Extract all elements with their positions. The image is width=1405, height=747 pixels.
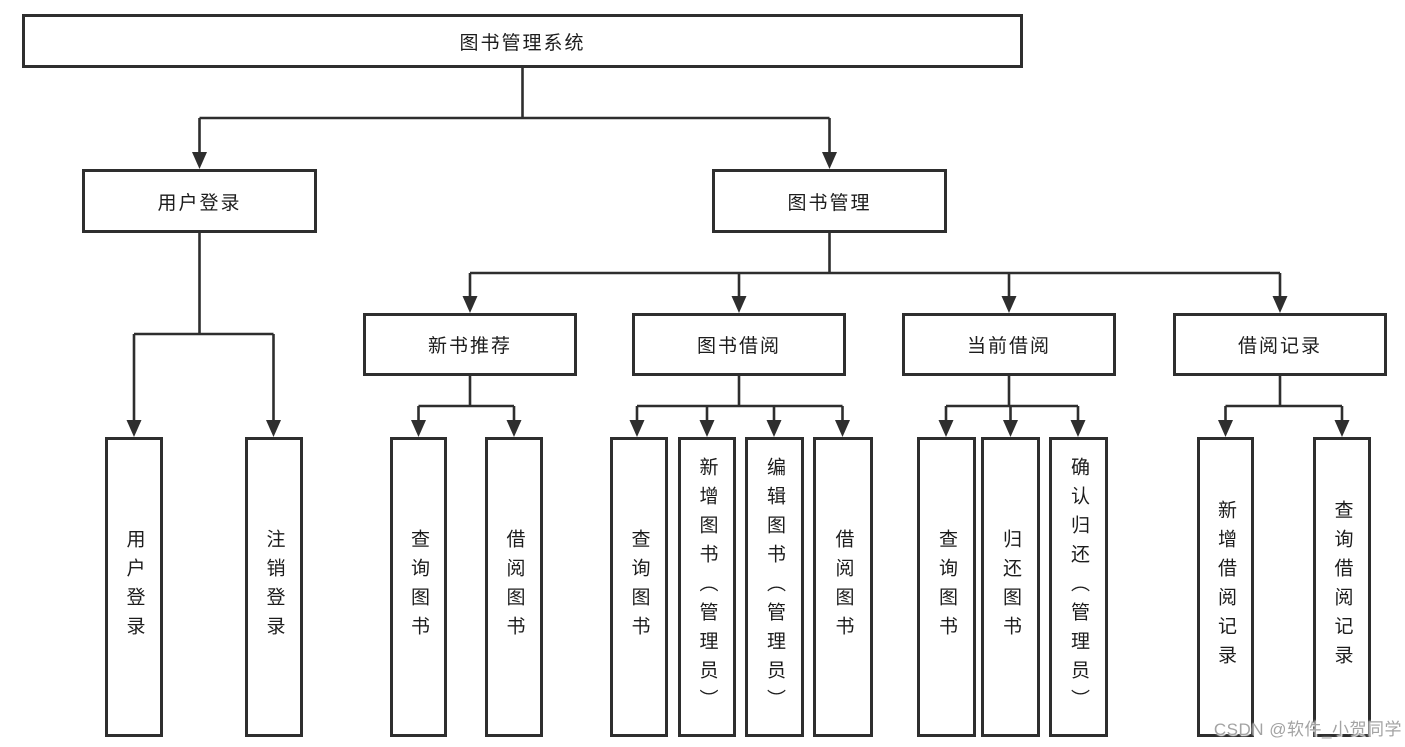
leaf-confirm-return-admin: 确认归还（管理员） [1049, 437, 1108, 737]
leaf-query-borrow-record-label: 查询借阅记录 [1331, 500, 1353, 674]
leaf-add-book-admin-label: 新增图书（管理员） [696, 456, 718, 718]
leaf-logout-label: 注销登录 [263, 529, 285, 645]
arrowheads [126, 152, 1350, 437]
node-borrow-records: 借阅记录 [1173, 313, 1387, 376]
leaf-return-book-label: 归还图书 [1000, 529, 1021, 645]
node-book-management: 图书管理 [712, 169, 947, 233]
node-current-borrow-label: 当前借阅 [966, 336, 1051, 357]
leaf-edit-book-admin: 编辑图书（管理员） [745, 437, 804, 737]
leaf-borrow-books-label: 借阅图书 [832, 529, 854, 645]
leaf-return-book: 归还图书 [981, 437, 1040, 737]
leaf-confirm-return-admin-label: 确认归还（管理员） [1068, 456, 1089, 718]
node-current-borrow: 当前借阅 [902, 313, 1116, 376]
node-book-borrow: 图书借阅 [632, 313, 846, 376]
leaf-user-login: 用户登录 [105, 437, 163, 737]
node-user-login-label: 用户登录 [157, 192, 242, 214]
leaf-borrow-books-recommend: 借阅图书 [485, 437, 543, 737]
leaf-query-books-recommend: 查询图书 [390, 437, 447, 737]
leaf-query-books-borrow: 查询图书 [610, 437, 668, 737]
leaf-user-login-label: 用户登录 [123, 529, 145, 645]
node-borrow-records-label: 借阅记录 [1237, 336, 1322, 357]
leaf-query-books-recommend-label: 查询图书 [408, 529, 429, 645]
node-new-book-recommend-label: 新书推荐 [427, 336, 512, 357]
leaf-edit-book-admin-label: 编辑图书（管理员） [764, 456, 785, 718]
node-book-management-label: 图书管理 [787, 192, 872, 214]
leaf-borrow-books: 借阅图书 [813, 437, 873, 737]
leaf-add-borrow-record: 新增借阅记录 [1197, 437, 1254, 737]
watermark: CSDN @软件_小贺同学 [1213, 720, 1402, 739]
node-library-management-system: 图书管理系统 [22, 14, 1023, 68]
leaf-borrow-books-recommend-label: 借阅图书 [503, 529, 525, 645]
node-library-management-system-label: 图书管理系统 [459, 32, 586, 54]
leaf-logout: 注销登录 [245, 437, 303, 737]
node-new-book-recommend: 新书推荐 [363, 313, 577, 376]
leaf-query-books-current: 查询图书 [917, 437, 976, 737]
leaf-query-books-borrow-label: 查询图书 [628, 529, 650, 645]
node-book-borrow-label: 图书借阅 [696, 336, 781, 357]
leaf-add-borrow-record-label: 新增借阅记录 [1215, 500, 1236, 674]
leaf-add-book-admin: 新增图书（管理员） [678, 437, 736, 737]
leaf-query-books-current-label: 查询图书 [936, 529, 957, 645]
leaf-query-borrow-record: 查询借阅记录 [1313, 437, 1371, 737]
node-user-login: 用户登录 [82, 169, 317, 233]
